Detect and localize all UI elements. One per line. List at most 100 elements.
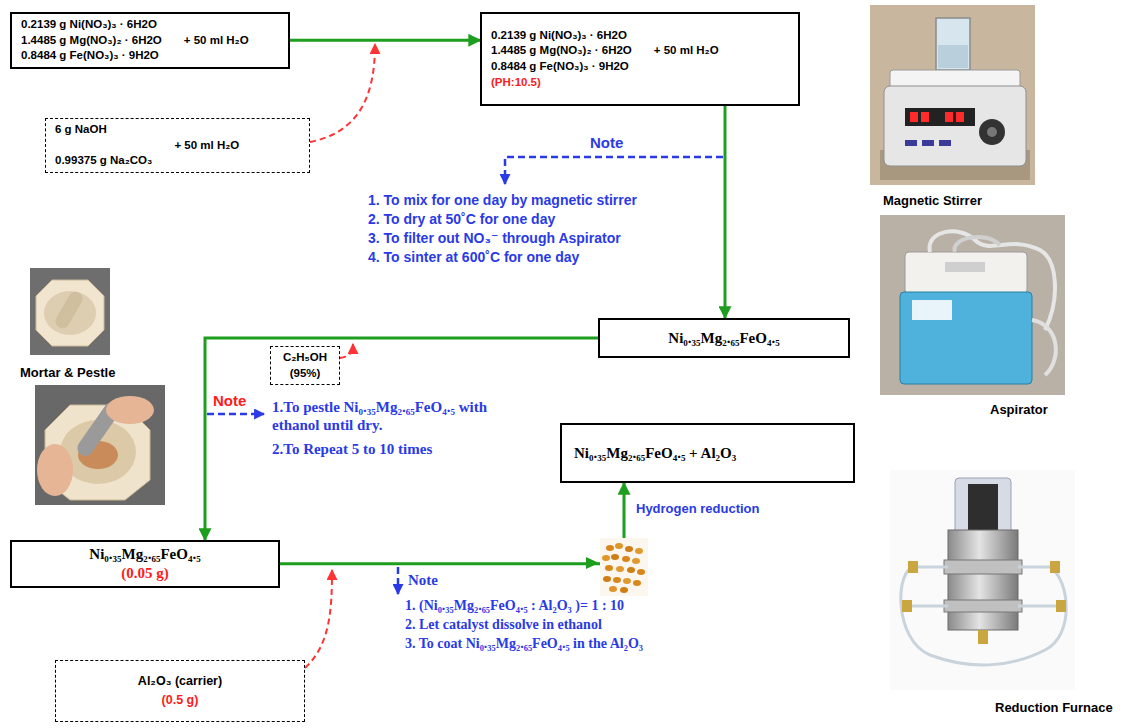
reagent-arrow xyxy=(310,44,375,142)
box-text: 0.8484 g Fe(NO₃)₃ · 9H2O xyxy=(21,48,162,64)
reagent-box: C₂H₅OH(95%) xyxy=(270,346,340,385)
magnetic-stirrer-photo xyxy=(890,70,1020,88)
catalyst-pellets-photo xyxy=(615,543,623,549)
box-text: + 50 ml H₂O xyxy=(654,43,719,59)
magnetic-stirrer-photo xyxy=(910,112,918,122)
magnetic-stirrer-photo xyxy=(936,18,970,70)
magnetic-stirrer-photo xyxy=(870,5,1035,185)
aspirator-photo xyxy=(955,237,1000,252)
magnetic-stirrer-photo xyxy=(987,127,997,137)
reduction-furnace-photo xyxy=(908,561,918,573)
catalyst-pellets-photo xyxy=(606,545,614,551)
magnetic-stirrer-photo xyxy=(922,140,934,146)
magnetic-stirrer-photo xyxy=(921,112,929,122)
note-text: 2. Let catalyst dissolve in ethanol xyxy=(405,617,602,634)
product-box: Ni₀.₃₅Mg₂.₆₅FeO₄.₅(0.05 g) xyxy=(10,540,280,588)
box-text: (PH:10.5) xyxy=(491,75,632,91)
reduction-furnace-photo xyxy=(948,530,1018,630)
magnetic-stirrer-photo xyxy=(945,112,953,122)
magnetic-stirrer-photo xyxy=(938,45,968,68)
mortar-pestle-hands-photo xyxy=(106,396,154,424)
aspirator-photo xyxy=(945,262,985,272)
reagent-arrow xyxy=(305,570,332,668)
aspirator-photo xyxy=(905,252,1027,294)
box-text: Ni₀.₃₅Mg₂.₆₅FeO₄.₅ xyxy=(89,545,200,564)
note-heading: Note xyxy=(590,134,623,152)
mortar-photo xyxy=(30,268,110,355)
magnetic-stirrer-photo xyxy=(905,108,975,126)
reduction-furnace-photo xyxy=(901,567,1066,665)
mortar-photo xyxy=(36,280,104,346)
box-text: Al₂O₃ (carrier) xyxy=(138,672,222,691)
box-text: 1.4485 g Mg(NO₃)₂ · 6H2O xyxy=(491,43,632,59)
magnetic-stirrer-photo xyxy=(905,140,917,146)
note-text: 1. To mix for one day by magnetic stirre… xyxy=(368,192,637,209)
reduction-furnace-photo xyxy=(1018,605,1062,608)
box-text: (0.5 g) xyxy=(162,691,199,710)
reduction-furnace-photo xyxy=(978,630,988,644)
note-text: 2. To dry at 50˚C for one day xyxy=(368,211,555,228)
catalyst-pellets-photo xyxy=(637,569,645,575)
note-pointer xyxy=(505,157,723,184)
catalyst-pellets-photo xyxy=(613,577,621,583)
photo-caption: Mortar & Pestle xyxy=(20,365,115,381)
aspirator-photo xyxy=(900,292,1032,384)
magnetic-stirrer-photo xyxy=(979,119,1005,145)
note-text: 4. To sinter at 600˚C for one day xyxy=(368,249,579,266)
photo-caption: Magnetic Stirrer xyxy=(883,193,982,209)
catalyst-pellets-photo xyxy=(635,548,643,554)
note-text: 1.To pestle Ni₀.₃₅Mg₂.₆₅FeO₄.₅ with etha… xyxy=(272,398,487,434)
catalyst-pellets-photo xyxy=(633,580,641,586)
reactant-box: 0.2139 g Ni(NO₃)₃ · 6H2O1.4485 g Mg(NO₃)… xyxy=(10,12,290,69)
box-text: 0.2139 g Ni(NO₃)₃ · 6H2O xyxy=(491,28,632,44)
note-text: 3. To filter out NO₃⁻ through Aspirator xyxy=(368,230,621,247)
mortar-photo xyxy=(30,268,110,355)
magnetic-stirrer-photo xyxy=(939,140,951,146)
note-text: 2.To Repeat 5 to 10 times xyxy=(272,440,432,458)
aspirator-photo xyxy=(880,215,1065,395)
box-text: 0.8484 g Fe(NO₃)₃ · 9H2O xyxy=(491,59,632,75)
photo-caption: Reduction Furnace xyxy=(995,700,1113,716)
magnetic-stirrer-photo xyxy=(884,86,1026,166)
flow-arrow xyxy=(724,106,727,318)
box-text: + 50 ml H₂O xyxy=(184,33,249,49)
carrier-box: Al₂O₃ (carrier)(0.5 g) xyxy=(55,660,305,722)
mortar-pestle-hands-photo xyxy=(37,444,73,496)
catalyst-pellets-photo xyxy=(609,586,617,592)
catalyst-pellets-photo xyxy=(603,576,611,582)
flow-arrow xyxy=(280,483,624,564)
catalyst-pellets-photo xyxy=(623,578,631,584)
reduction-furnace-photo xyxy=(890,470,1075,690)
catalyst-pellets-photo xyxy=(627,567,635,573)
mortar-pestle-hands-photo xyxy=(35,385,165,505)
reduction-furnace-photo xyxy=(902,600,912,612)
note-heading: Note xyxy=(213,392,246,410)
mortar-photo xyxy=(53,289,85,331)
catalyst-pellets-photo xyxy=(622,556,630,562)
flow-arrowhead xyxy=(586,557,599,569)
reduction-furnace-photo xyxy=(890,470,1075,690)
aspirator-photo xyxy=(1032,320,1056,375)
photo-caption: Aspirator xyxy=(990,402,1048,418)
catalyst-pellets-photo xyxy=(632,558,640,564)
box-text: 0.2139 g Ni(NO₃)₃ · 6H2O xyxy=(21,17,162,33)
box-text: 0.99375 g Na₂CO₃ xyxy=(55,153,152,169)
reduction-furnace-photo xyxy=(944,600,1022,612)
note-pointer xyxy=(397,567,400,594)
catalyst-pellets-photo xyxy=(602,555,610,561)
box-text: Ni₀.₃₅Mg₂.₆₅FeO₄.₅ xyxy=(668,329,779,348)
catalyst-pellets-photo xyxy=(605,565,613,571)
aspirator-photo xyxy=(930,231,1055,330)
catalyst-pellets-photo xyxy=(616,566,624,572)
product-box: Ni₀.₃₅Mg₂.₆₅FeO₄.₅ xyxy=(598,318,850,358)
note-pointer xyxy=(207,413,264,416)
catalyst-pellets-photo xyxy=(600,538,648,596)
note-text: 1. (Ni₀.₃₅Mg₂.₆₅FeO₄.₅ : Al₂O₃ )= 1 : 10 xyxy=(405,598,624,615)
note-text: 3. To coat Ni₀.₃₅Mg₂.₆₅FeO₄.₅ in the Al₂… xyxy=(405,636,643,653)
magnetic-stirrer-photo xyxy=(870,5,1035,185)
reagent-box: 6 g NaOH+ 50 ml H₂O0.99375 g Na₂CO₃ xyxy=(45,118,310,173)
box-text: + 50 ml H₂O xyxy=(174,138,239,154)
mixture-box: 0.2139 g Ni(NO₃)₃ · 6H2O1.4485 g Mg(NO₃)… xyxy=(480,12,800,106)
catalyst-pellets-photo xyxy=(600,538,648,596)
reduction-furnace-photo xyxy=(944,560,1022,574)
